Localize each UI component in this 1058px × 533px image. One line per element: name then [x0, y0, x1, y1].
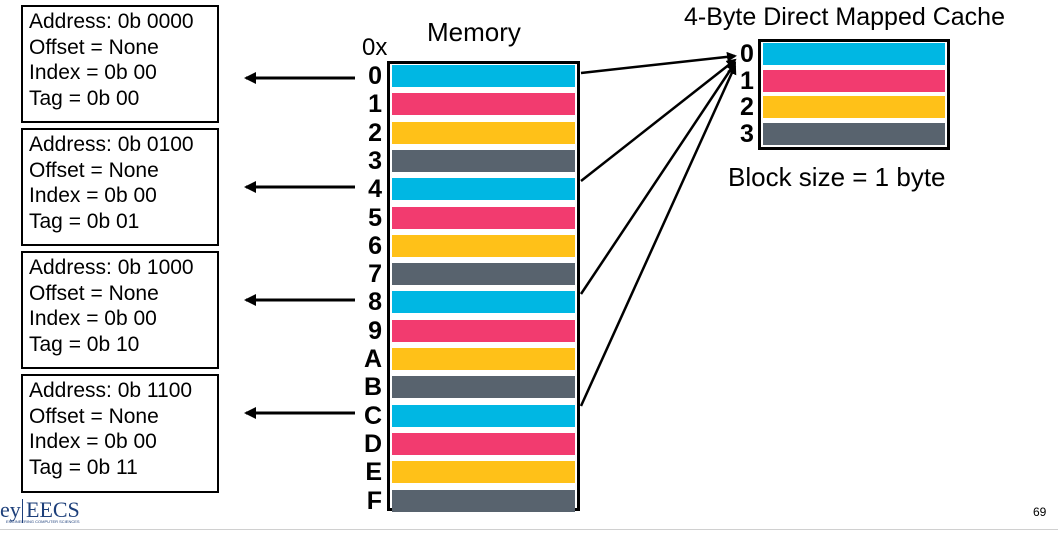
memory-row-label: 6 [368, 231, 382, 260]
index-text: Index = 0b 00 [29, 184, 157, 207]
memory-row-label: E [365, 458, 382, 487]
offset-text: Offset = None [29, 404, 159, 428]
memory-row-label: A [363, 345, 382, 373]
offset-text: Offset = None [29, 35, 159, 59]
tag-text: Tag = 0b 00 [29, 86, 140, 110]
memory-cell-8 [392, 291, 575, 314]
memory-cell-9 [392, 319, 575, 342]
index-text: Index = 0b 00 [29, 430, 157, 453]
memory-cell-5 [392, 206, 575, 229]
memory-cell-f [392, 489, 575, 512]
page-number: 69 [1033, 505, 1047, 519]
map-arrow-c [579, 64, 737, 407]
memory-row-label: D [363, 429, 382, 458]
memory-row-label: 8 [368, 288, 382, 317]
memory-cell-2 [392, 121, 575, 144]
address-text: Address: 0b 1100 [29, 379, 193, 402]
cache-title: 4-Byte Direct Mapped Cache [684, 3, 1005, 31]
cache-cell-1 [763, 69, 945, 92]
logo-left-text: ey [0, 497, 21, 522]
address-text: Address: 0b 0000 [29, 10, 194, 33]
map-arrow-0 [580, 51, 737, 75]
memory-cell-e [392, 461, 575, 484]
memory-row-label: 7 [368, 260, 382, 289]
memory-cell-a [392, 348, 575, 370]
address-box-c: Address: 0b 1100 Offset = None Index = 0… [21, 374, 219, 493]
cache-row-label: 1 [740, 66, 754, 95]
memory-cell-b [392, 376, 575, 399]
map-arrow-8 [579, 61, 737, 295]
memory-prefix: 0x [362, 34, 388, 61]
logo-subtitle: ENGINEERING COMPUTER SCIENCES [6, 519, 80, 524]
address-text: Address: 0b 1000 [29, 256, 194, 279]
tag-text: Tag = 0b 11 [29, 455, 138, 479]
memory-cell-d [392, 432, 575, 455]
block-size-note: Block size = 1 byte [728, 162, 946, 192]
memory-row-label: B [363, 373, 382, 402]
memory-row-label: 3 [368, 146, 382, 175]
logo-right-text: EECS [26, 497, 80, 522]
memory-cell-7 [392, 263, 575, 286]
memory-row-label: 5 [368, 203, 382, 232]
map-arrow-4 [580, 58, 737, 182]
cache-cell-0 [763, 43, 945, 65]
memory-row-label: F [366, 486, 382, 515]
memory-cell-6 [392, 234, 575, 257]
offset-text: Offset = None [29, 158, 159, 182]
memory-row-label: 9 [368, 316, 382, 345]
logo-divider [22, 499, 23, 523]
address-text: Address: 0b 0100 [29, 133, 194, 156]
cache-row-label: 3 [740, 119, 754, 148]
address-box-4: Address: 0b 0100 Offset = None Index = 0… [21, 128, 219, 246]
cache-row-label: 0 [740, 40, 754, 68]
index-text: Index = 0b 00 [29, 61, 157, 84]
footer-rule [0, 529, 1058, 530]
index-text: Index = 0b 00 [29, 307, 157, 330]
memory-cell-3 [392, 149, 575, 172]
offset-text: Offset = None [29, 281, 159, 305]
memory-cell-c [392, 404, 575, 427]
memory-row-label: 4 [368, 175, 382, 204]
cache-array [758, 39, 950, 150]
memory-cell-1 [392, 93, 575, 116]
memory-row-label: 1 [368, 90, 382, 119]
cache-cell-3 [763, 122, 945, 145]
memory-row-label: C [363, 401, 382, 430]
memory-cell-4 [392, 178, 575, 201]
tag-text: Tag = 0b 10 [29, 332, 140, 356]
address-box-0: Address: 0b 0000 Offset = None Index = 0… [21, 5, 219, 123]
cache-cell-2 [763, 96, 945, 118]
address-box-8: Address: 0b 1000 Offset = None Index = 0… [21, 251, 219, 369]
memory-row-label: 2 [368, 118, 382, 147]
memory-row-label: 0 [368, 62, 382, 90]
memory-title: Memory [427, 17, 521, 47]
tag-text: Tag = 0b 01 [29, 209, 140, 233]
cache-row-label: 2 [740, 93, 754, 121]
memory-cell-0 [392, 65, 575, 87]
